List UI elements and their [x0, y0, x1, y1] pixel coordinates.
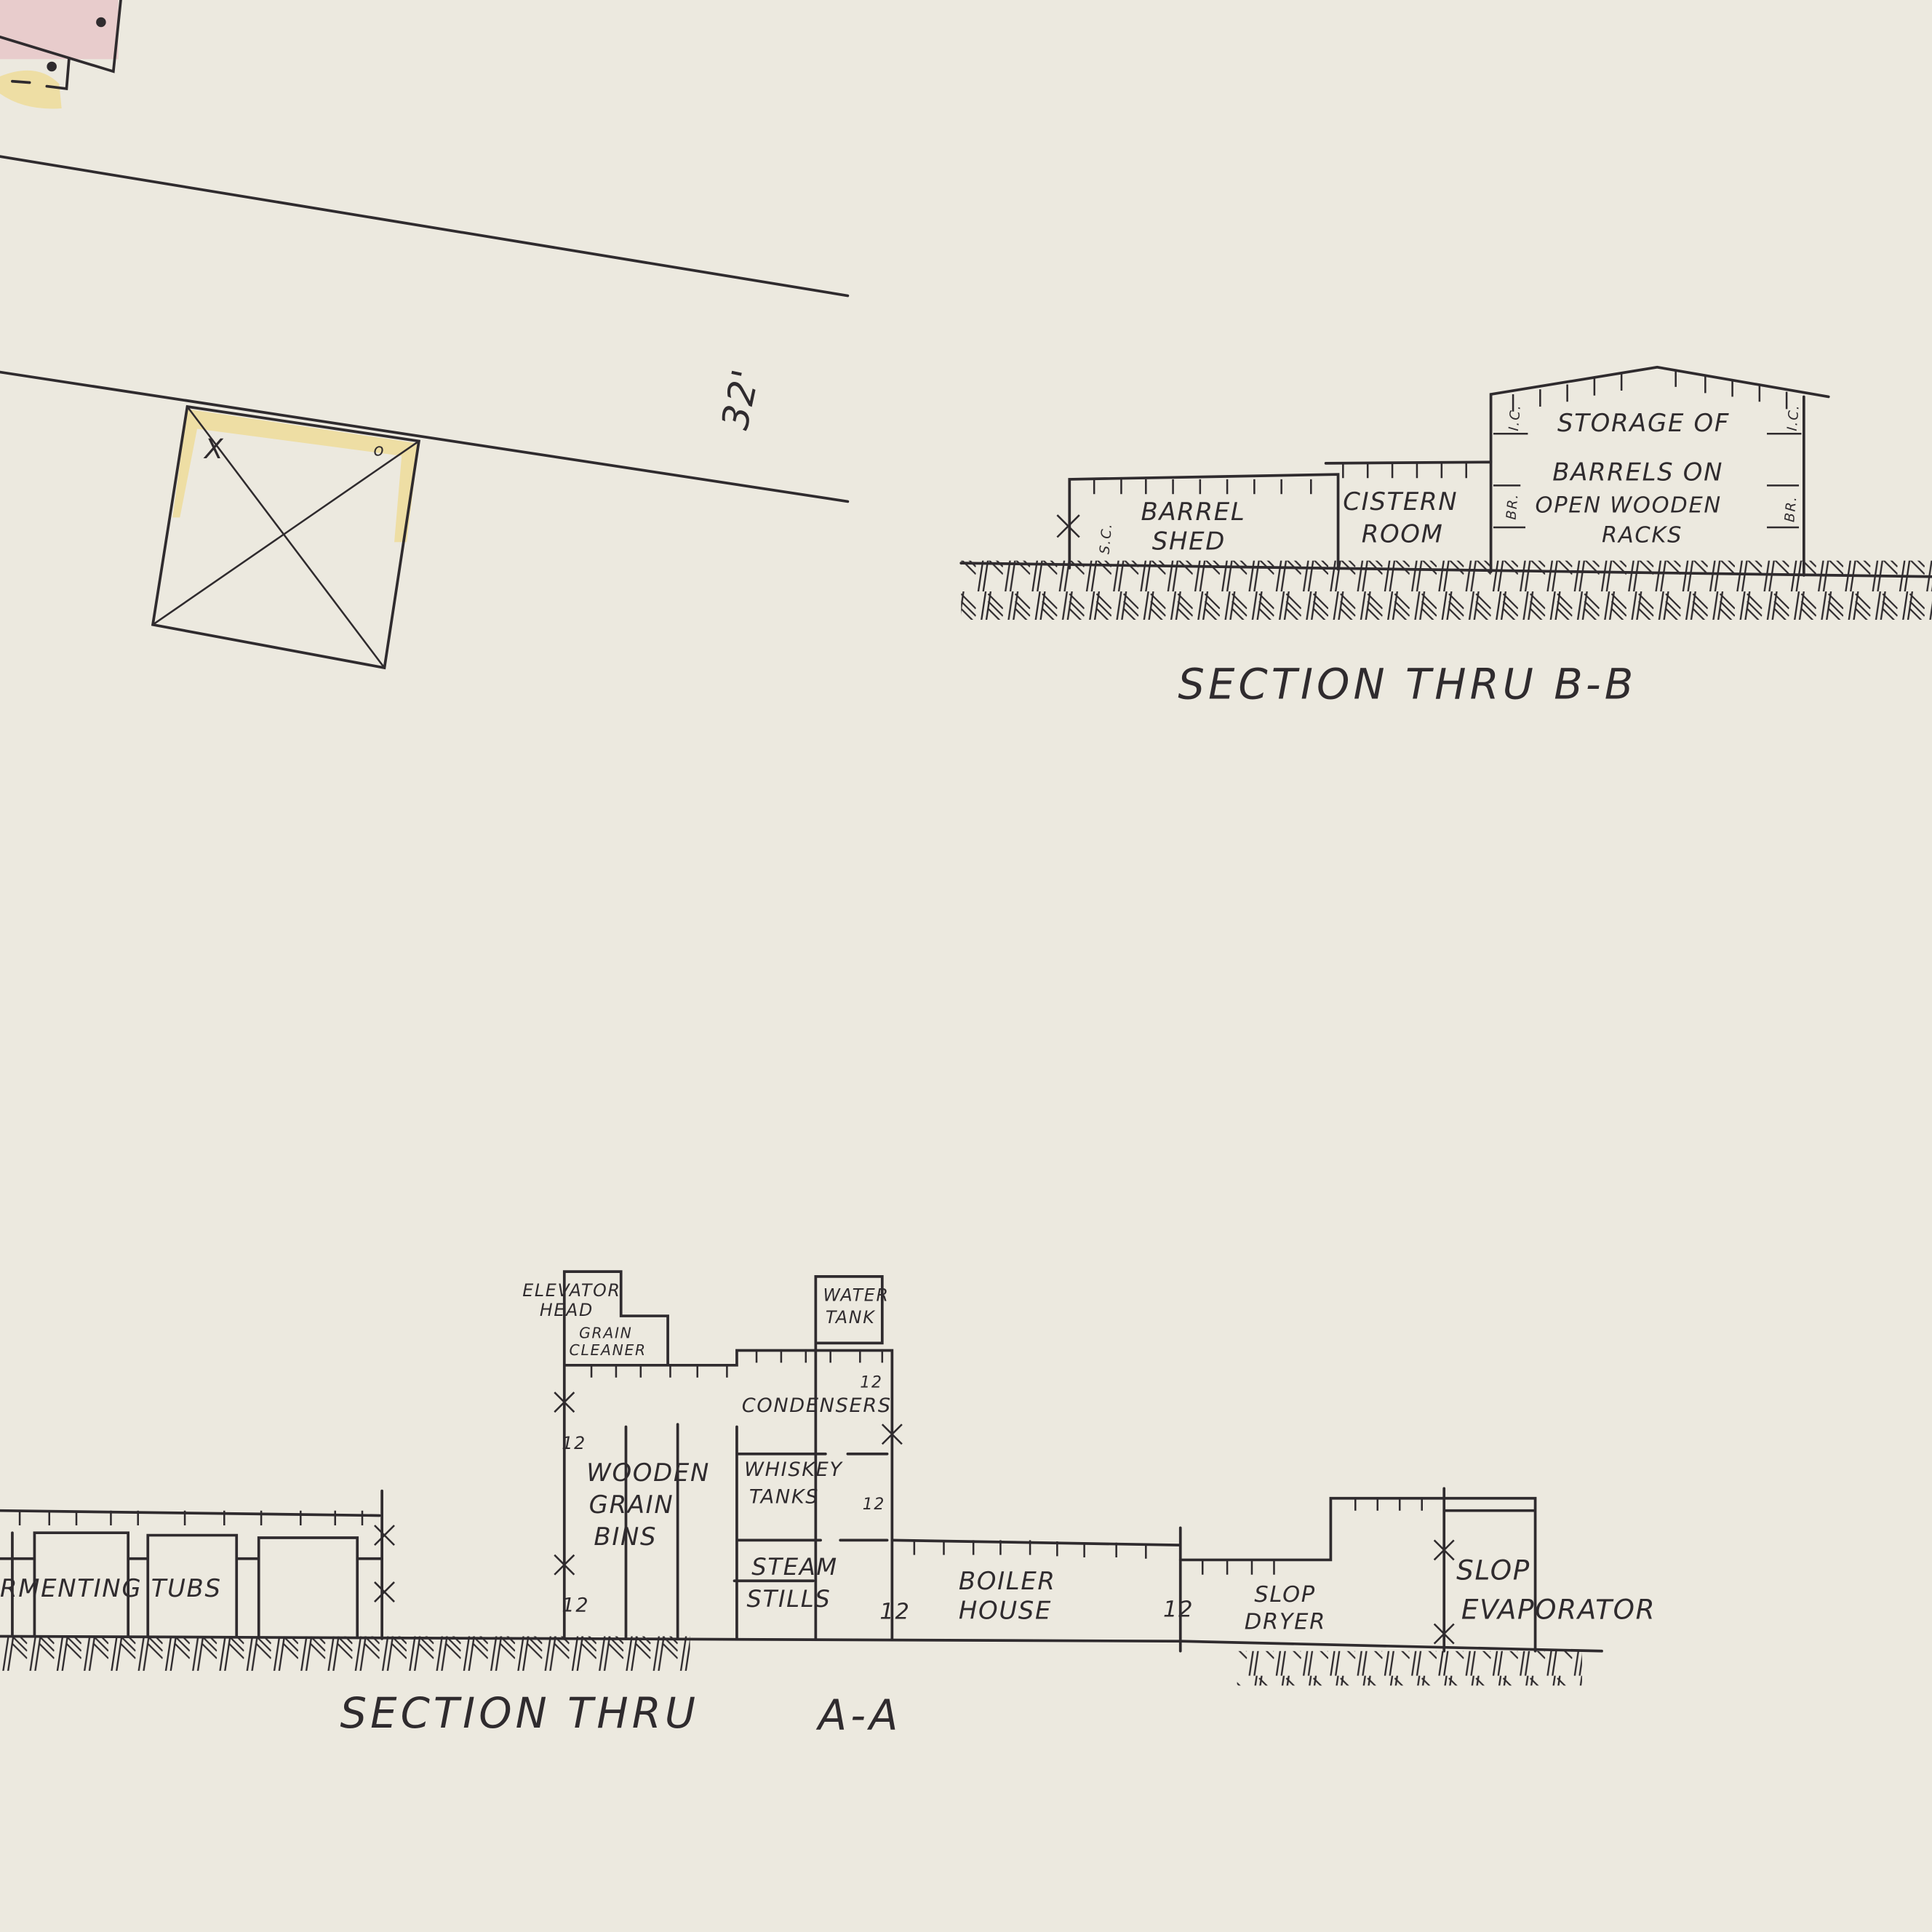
small-building: X o	[151, 404, 421, 670]
cistern-room-label-1: CISTERN	[1343, 487, 1458, 516]
wooden-grain-bins-label-3: BINS	[594, 1522, 657, 1551]
storage-label-4: RACKS	[1602, 522, 1682, 548]
water-tank-label-2: TANK	[826, 1307, 876, 1328]
street-edge-north	[0, 155, 850, 298]
slop-dryer-label-2: DRYER	[1245, 1609, 1326, 1634]
wooden-grain-bins-label-1: WOODEN	[586, 1458, 710, 1487]
section-bb: S.C. BARREL SHED CISTERN ROOM I.C. BR. I…	[959, 365, 1932, 708]
storage-label-1: STORAGE OF	[1557, 409, 1730, 437]
street-edge-south	[0, 370, 850, 503]
cistern-room-label-2: ROOM	[1362, 519, 1444, 548]
condensers-label: CONDENSERS	[742, 1394, 892, 1417]
elevator-head-label-1: ELEVATOR	[522, 1280, 620, 1301]
storage-label-3: OPEN WOODEN	[1536, 493, 1722, 519]
storage-wall-note-4: BR.	[1782, 495, 1800, 522]
boiler-house-label-2: HOUSE	[959, 1597, 1052, 1625]
barrel-shed-wall-note: S.C.	[1098, 522, 1116, 555]
steam-stills-label-2: STILLS	[746, 1585, 831, 1613]
street-width-label: 32'	[714, 364, 768, 433]
slop-evaporator-label-1: SLOP	[1456, 1554, 1530, 1586]
water-tank-label-1: WATER	[823, 1285, 890, 1306]
whiskey-tanks-label-2: TANKS	[749, 1486, 819, 1509]
section-aa-title: SECTION THRU	[340, 1689, 700, 1738]
wall-thickness-6: 12	[1163, 1597, 1194, 1622]
elevator-head-label-2: HEAD	[540, 1300, 594, 1320]
marker-o: o	[373, 440, 385, 460]
section-aa-title-suffix: A-A	[815, 1691, 902, 1740]
section-bb-title: SECTION THRU B-B	[1178, 660, 1637, 708]
whiskey-tanks-label-1: WHISKEY	[744, 1458, 843, 1481]
slop-evaporator-label-2: EVAPORATOR	[1461, 1594, 1656, 1626]
grain-cleaner-label-2: CLEANER	[570, 1341, 647, 1359]
marker-x: X	[203, 433, 224, 465]
fermenting-tubs-label: RMENTING TUBS	[0, 1574, 222, 1602]
grain-cleaner-label-1: GRAIN	[579, 1325, 632, 1342]
barrel-shed-label-2: SHED	[1152, 527, 1226, 555]
wall-thickness-2: 12	[562, 1594, 589, 1617]
slop-dryer-label-1: SLOP	[1254, 1582, 1316, 1608]
section-aa: RMENTING TUBS ELEVATOR HEAD GRAIN CLEANE…	[0, 1270, 1656, 1740]
wall-thickness-1: 12	[562, 1433, 586, 1453]
boiler-house-label-1: BOILER	[959, 1567, 1056, 1595]
storage-wall-note-1: I.C.	[1506, 403, 1524, 431]
wall-thickness-4: 12	[863, 1496, 885, 1514]
wall-thickness-5: 12	[879, 1600, 910, 1625]
wooden-grain-bins-label-2: GRAIN	[589, 1490, 674, 1519]
wall-thickness-3: 12	[860, 1373, 882, 1392]
steam-stills-label-1: STEAM	[751, 1553, 838, 1581]
street: 32'	[0, 155, 850, 503]
building-fragment-top-left	[0, 0, 122, 109]
barrel-shed-label-1: BARREL	[1141, 498, 1246, 526]
storage-label-2: BARRELS ON	[1552, 458, 1723, 487]
storage-wall-note-3: I.C.	[1785, 403, 1803, 431]
storage-wall-note-2: BR.	[1504, 492, 1522, 520]
